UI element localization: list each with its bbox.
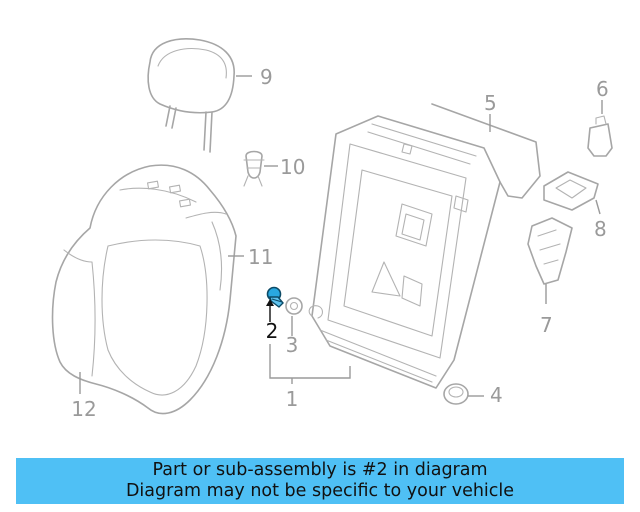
parts-diagram: 1 2 3 4 5 6 7 8 9 10 11 12 (51, 38, 613, 421)
leader-part-1 (269, 344, 351, 384)
callout-12[interactable]: 12 (71, 397, 96, 421)
info-banner: Part or sub-assembly is #2 in diagram Di… (16, 458, 624, 504)
callout-3[interactable]: 3 (286, 333, 299, 357)
bolt-part-2[interactable] (266, 286, 284, 323)
callout-1[interactable]: 1 (286, 387, 299, 411)
nut-part-3[interactable] (285, 297, 303, 336)
clip-part-6[interactable] (587, 100, 613, 157)
seatback-frame-part-5[interactable] (308, 103, 541, 389)
callout-4[interactable]: 4 (490, 383, 503, 407)
callout-8[interactable]: 8 (594, 217, 607, 241)
seatback-pad-part-11[interactable] (211, 221, 244, 291)
callout-5[interactable]: 5 (484, 91, 497, 115)
callout-2[interactable]: 2 (266, 319, 279, 343)
callout-6[interactable]: 6 (596, 77, 609, 101)
banner-line-part-number: Part or sub-assembly is #2 in diagram (152, 460, 488, 480)
headrest-guide-part-10[interactable] (243, 150, 278, 187)
latch-part-7[interactable] (527, 217, 573, 304)
headrest-part-9[interactable] (147, 38, 252, 153)
callout-11[interactable]: 11 (248, 245, 273, 269)
callout-10[interactable]: 10 (280, 155, 305, 179)
callout-7[interactable]: 7 (540, 313, 553, 337)
plug-part-4[interactable] (443, 383, 484, 405)
callout-9[interactable]: 9 (260, 65, 273, 89)
banner-line-disclaimer: Diagram may not be specific to your vehi… (125, 481, 515, 501)
seatback-cover-part-12[interactable] (51, 164, 237, 415)
release-bezel-part-8[interactable] (543, 171, 601, 215)
